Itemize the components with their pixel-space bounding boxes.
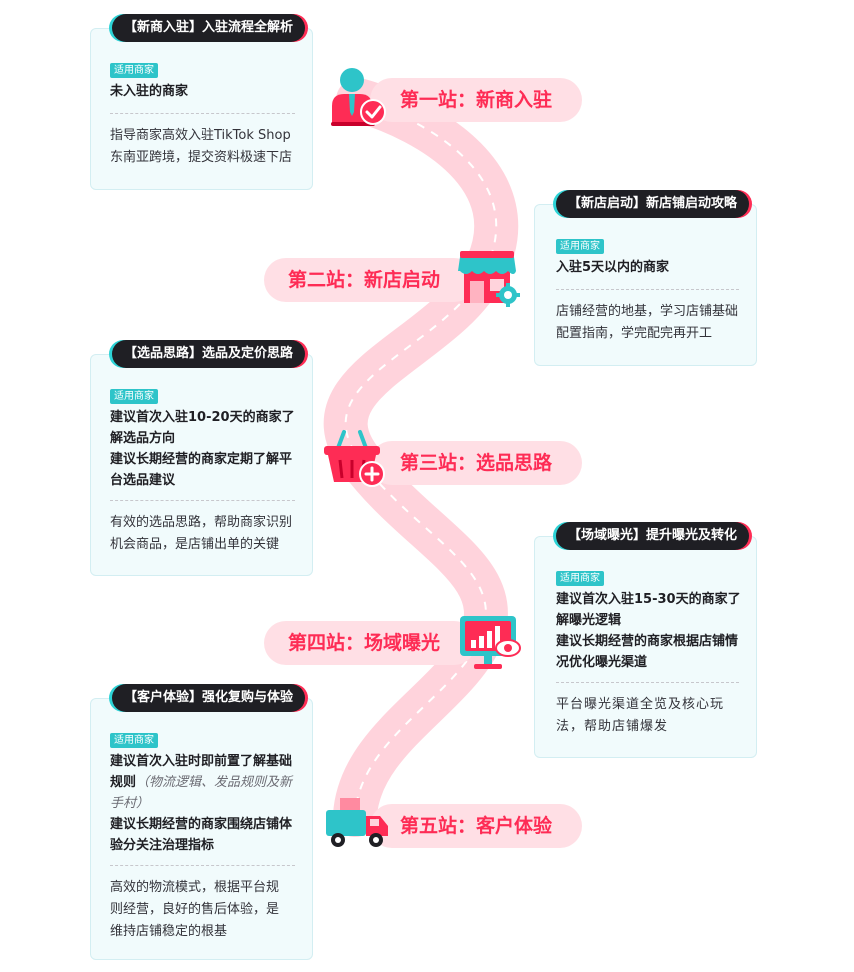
card-title-customer-experience: 【客户体验】强化复购与体验 [112, 684, 306, 712]
card-title-product-selection: 【选品思路】选品及定价思路 [112, 340, 306, 368]
card-product-selection: 适用商家 建议首次入驻10-20天的商家了解选品方向 建议长期经营的商家定期了解… [90, 354, 313, 576]
card-title-new-merchant: 【新商入驻】入驻流程全解析 [112, 14, 306, 42]
audience-text: 建议首次入驻10-20天的商家了解选品方向 建议长期经营的商家定期了解平台选品建… [110, 410, 295, 488]
station-pill-1: 第一站：新商入驻 [370, 78, 582, 122]
divider [110, 500, 295, 501]
badge-applicable: 适用商家 [110, 389, 158, 404]
card-customer-experience: 适用商家 建议首次入驻时即前置了解基础 规则（物流逻辑、发品规则及新 手村） 建… [90, 698, 313, 960]
shopping-basket-plus-icon [324, 430, 385, 487]
desc-text: 有效的选品思路，帮助商家识别机会商品，是店铺出单的关键 [110, 515, 293, 552]
badge-applicable: 适用商家 [110, 733, 158, 748]
station-pill-5: 第五站：客户体验 [370, 804, 582, 848]
card-title-new-store: 【新店启动】新店铺启动攻略 [556, 190, 750, 218]
audience-text: 未入驻的商家 [110, 84, 189, 99]
card-exposure: 适用商家 建议首次入驻15-30天的商家了解曝光逻辑 建议长期经营的商家根据店铺… [534, 536, 757, 758]
desc-text: 店铺经营的地基，学习店铺基础配置指南，学完配完再开工 [556, 304, 739, 341]
storefront-gear-icon [458, 251, 520, 307]
audience-text: 入驻5天以内的商家 [556, 260, 670, 275]
badge-applicable: 适用商家 [556, 239, 604, 254]
audience-text: 建议首次入驻15-30天的商家了解曝光逻辑 建议长期经营的商家根据店铺情况优化曝… [556, 592, 741, 670]
station-pill-3: 第三站：选品思路 [370, 441, 582, 485]
divider [556, 682, 739, 683]
monitor-chart-eye-icon [460, 616, 521, 669]
card-new-store: 适用商家 入驻5天以内的商家 店铺经营的地基，学习店铺基础配置指南，学完配完再开… [534, 204, 757, 366]
badge-applicable: 适用商家 [110, 63, 158, 78]
divider [110, 113, 295, 114]
user-check-icon [331, 68, 386, 126]
station-pill-2: 第二站：新店启动 [264, 258, 476, 302]
delivery-truck-icon [326, 798, 388, 847]
badge-applicable: 适用商家 [556, 571, 604, 586]
desc-text: 平台曝光渠道全览及核心玩法，帮助店铺爆发 [556, 697, 725, 734]
audience-text: 建议首次入驻时即前置了解基础 规则（物流逻辑、发品规则及新 手村） 建议长期经营… [110, 754, 293, 853]
desc-text: 高效的物流模式，根据平台规则经营，良好的售后体验，是维持店铺稳定的根基 [110, 880, 280, 939]
divider [556, 289, 739, 290]
card-title-exposure: 【场域曝光】提升曝光及转化 [556, 522, 750, 550]
station-pill-4: 第四站：场域曝光 [264, 621, 476, 665]
divider [110, 865, 295, 866]
